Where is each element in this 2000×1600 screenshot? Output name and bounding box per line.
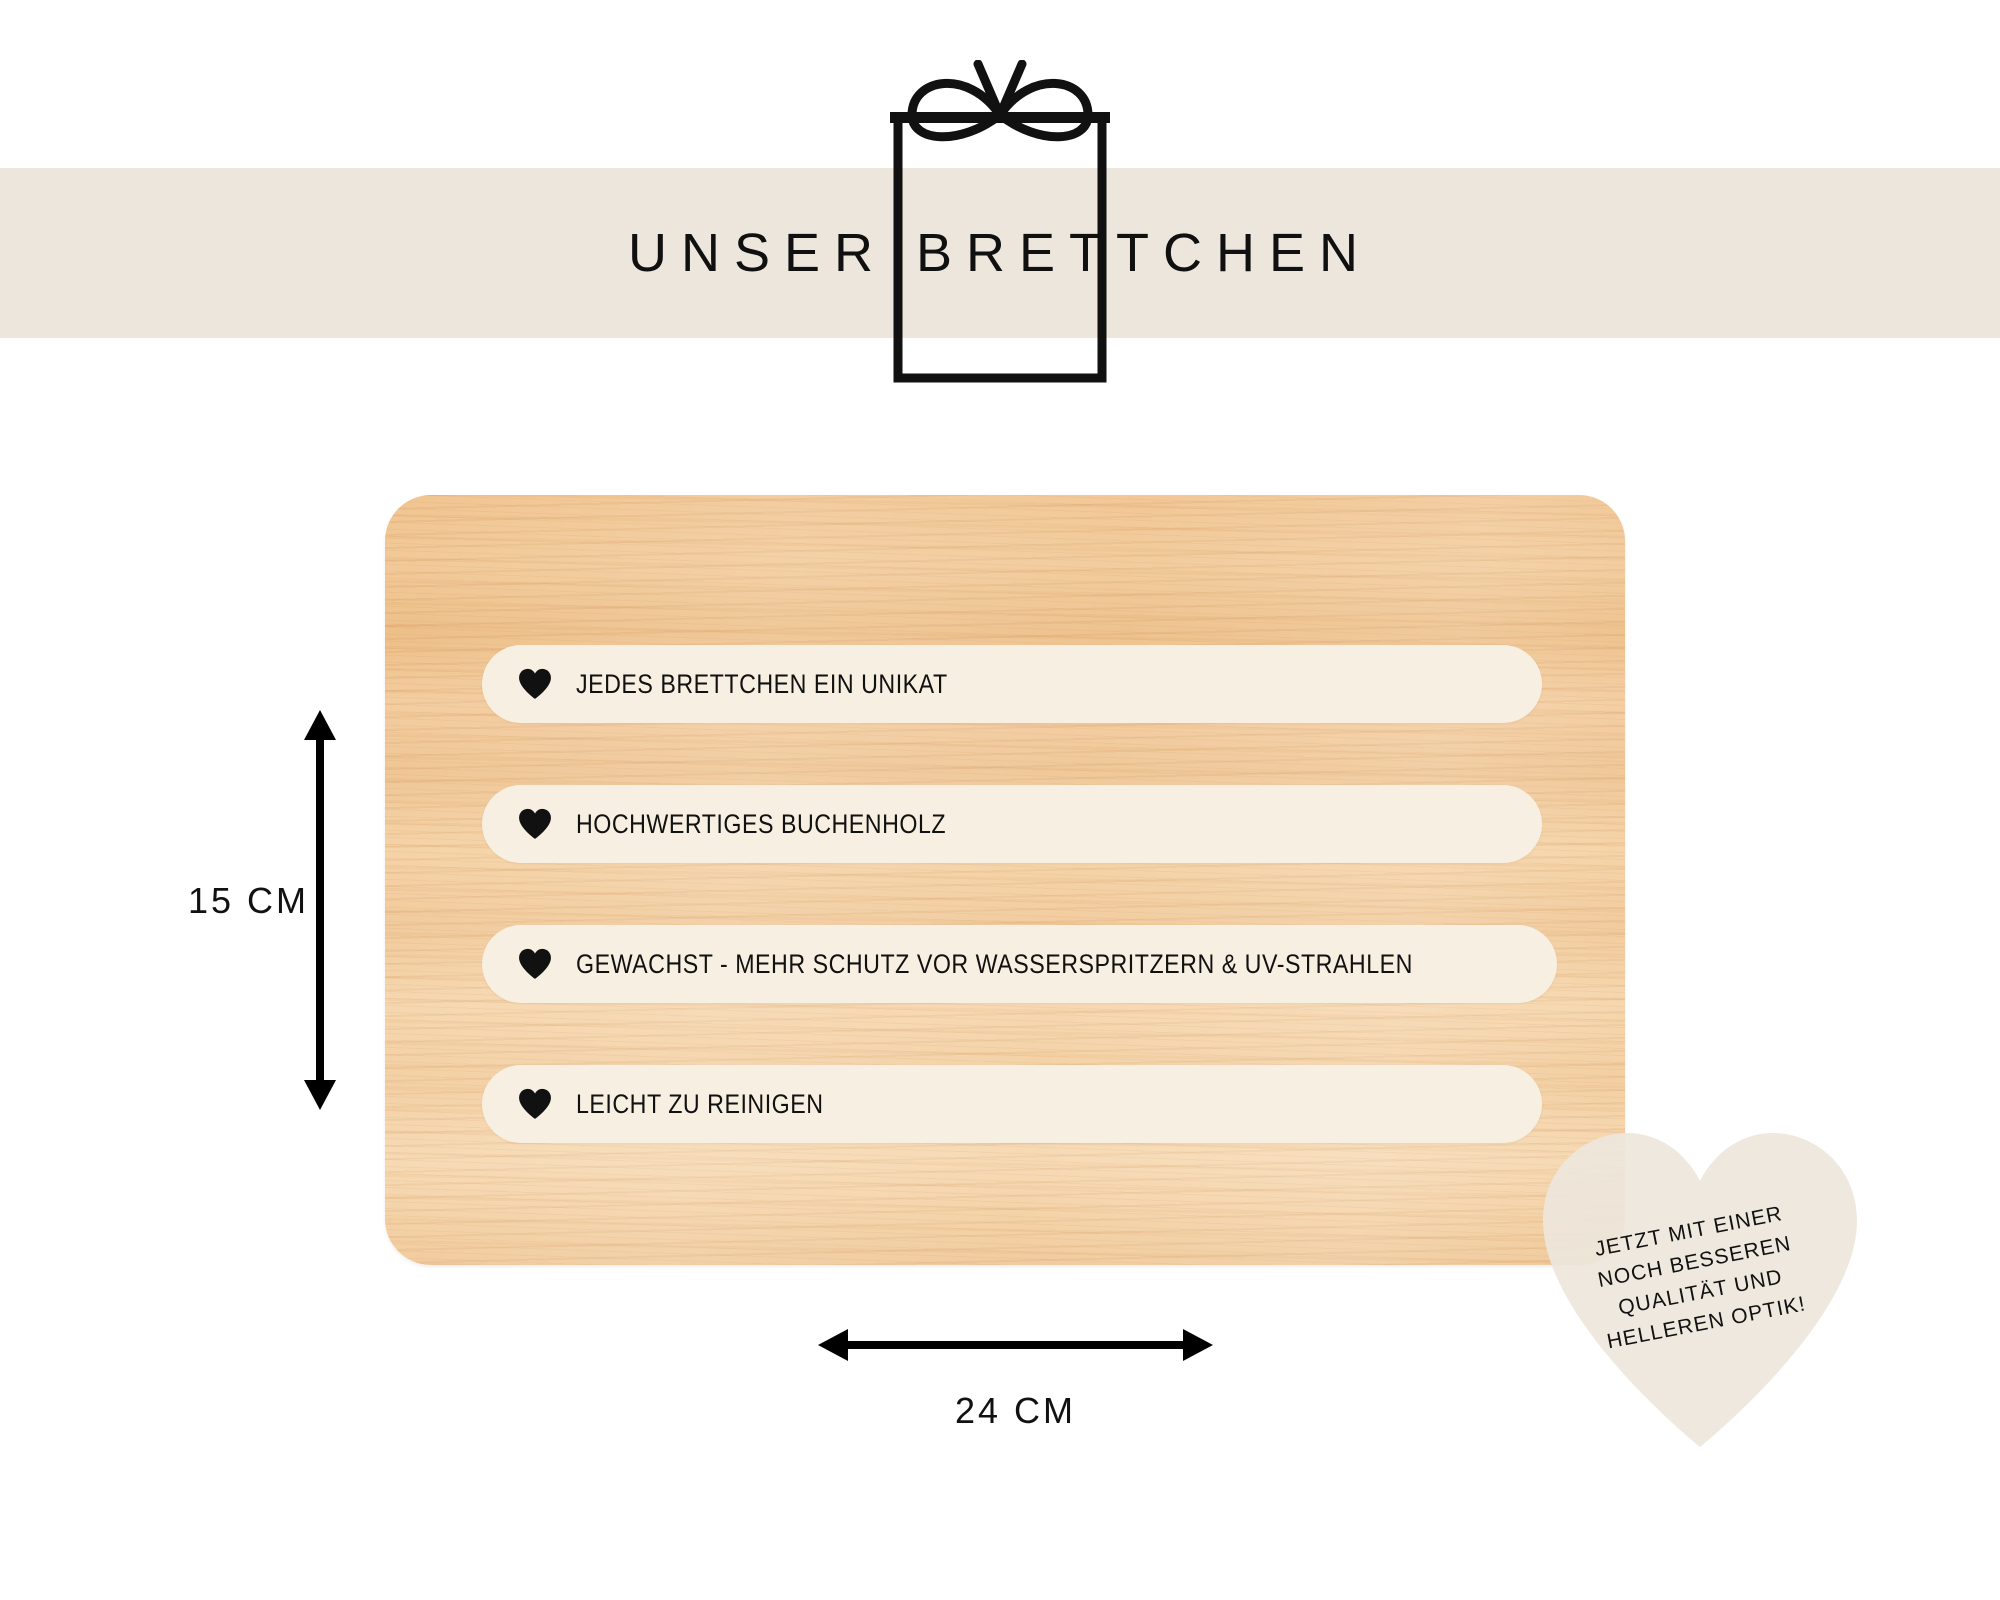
- header-banner: [0, 168, 2000, 338]
- heart-icon: [518, 1087, 552, 1121]
- feature-label: LEICHT ZU REINIGEN: [576, 1088, 824, 1119]
- feature-pill: GEWACHST - MEHR SCHUTZ VOR WASSERSPRITZE…: [482, 925, 1557, 1003]
- heart-icon: [518, 947, 552, 981]
- feature-label: JEDES BRETTCHEN EIN UNIKAT: [576, 668, 948, 699]
- feature-pill: HOCHWERTIGES BUCHENHOLZ: [482, 785, 1542, 863]
- board-sheen: [385, 495, 1625, 1265]
- heart-icon: [518, 807, 552, 841]
- width-dimension-arrow: [818, 1325, 1213, 1365]
- feature-label: HOCHWERTIGES BUCHENHOLZ: [576, 808, 947, 839]
- feature-pill: JEDES BRETTCHEN EIN UNIKAT: [482, 645, 1542, 723]
- width-dimension-label: 24 CM: [954, 1390, 1077, 1431]
- feature-pill: LEICHT ZU REINIGEN: [482, 1065, 1542, 1143]
- height-dimension-label: 15 CM: [188, 880, 310, 921]
- gift-box-icon: [850, 60, 1150, 380]
- page-title: UNSER BRETTCHEN: [627, 223, 1373, 283]
- gift-box-bottom-icon: [893, 338, 1107, 383]
- feature-label: GEWACHST - MEHR SCHUTZ VOR WASSERSPRITZE…: [576, 948, 1413, 979]
- heart-badge: JETZT MIT EINER NOCH BESSEREN QUALITÄT U…: [1535, 1125, 1865, 1455]
- badge-text: JETZT MIT EINER NOCH BESSEREN QUALITÄT U…: [1507, 1097, 1894, 1484]
- heart-icon: [518, 667, 552, 701]
- wooden-cutting-board: [385, 495, 1625, 1265]
- height-dimension-arrow: [300, 710, 340, 1110]
